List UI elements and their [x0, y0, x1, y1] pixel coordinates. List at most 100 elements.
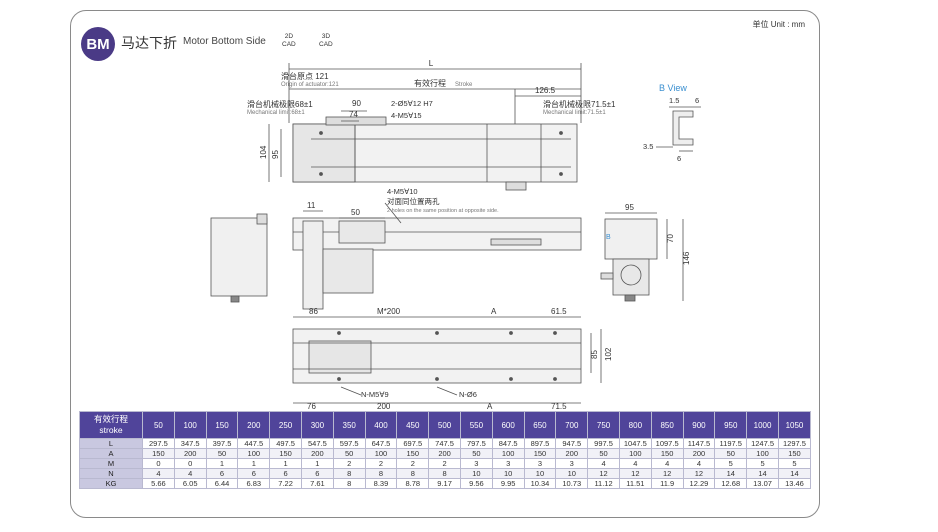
table-cell: 1147.5: [682, 438, 716, 449]
dim-74: 74: [349, 110, 358, 119]
stroke-col-350: 350: [332, 411, 366, 439]
table-cell: 200: [173, 448, 207, 459]
table-cell: 10.73: [555, 478, 589, 489]
table-cell: 12.68: [714, 478, 748, 489]
table-cell: 3: [459, 458, 493, 469]
table-cell: 0: [173, 458, 207, 469]
stroke-col-500: 500: [428, 411, 461, 439]
table-cell: 3: [523, 458, 557, 469]
cad-2d-top: 2D: [284, 33, 294, 40]
table-cell: 2: [396, 458, 430, 469]
stroke-col-100: 100: [173, 411, 207, 439]
table-cell: 200: [682, 448, 716, 459]
table-cell: 9.95: [491, 478, 525, 489]
bottom-dim-m200: M*200: [377, 307, 401, 316]
table-cell: 6: [269, 468, 302, 479]
table-cell: 8: [332, 468, 366, 479]
bottom-hole-m5: N-M5∀9: [361, 390, 389, 399]
table-cell: 7.61: [300, 478, 334, 489]
stroke-col-950: 950: [714, 411, 748, 439]
hole-note-2: 4-M5∀15: [391, 111, 422, 120]
stroke-col-200: 200: [237, 411, 271, 439]
table-cell: 10: [555, 468, 589, 479]
table-cell: 4: [173, 468, 207, 479]
table-cell: 5.66: [142, 478, 175, 489]
row-label: M: [79, 458, 143, 469]
stroke-col-150: 150: [205, 411, 239, 439]
table-cell: 150: [269, 448, 302, 459]
cad-2d-link[interactable]: 2D CAD: [282, 33, 296, 49]
end-dim-95: 95: [625, 203, 634, 212]
stroke-col-650: 650: [523, 411, 557, 439]
cad-3d-link[interactable]: 3D CAD: [319, 33, 333, 49]
table-cell: 4: [650, 458, 684, 469]
title-cn: 马达下折: [121, 35, 177, 51]
side-dim-11: 11: [307, 201, 316, 210]
table-cell: 100: [364, 448, 398, 459]
table-cell: 1: [300, 458, 334, 469]
side-hole-note: 4-M5∀10: [387, 187, 418, 196]
table-cell: 8: [396, 468, 430, 479]
table-cell: 747.5: [428, 438, 461, 449]
table-cell: 11.9: [650, 478, 684, 489]
table-cell: 50: [205, 448, 239, 459]
table-cell: 150: [650, 448, 684, 459]
table-cell: 12: [650, 468, 684, 479]
table-cell: 5: [746, 458, 779, 469]
table-cell: 897.5: [523, 438, 557, 449]
row-label: KG: [79, 478, 143, 489]
table-cell: 797.5: [459, 438, 493, 449]
table-cell: 9.17: [428, 478, 461, 489]
side-view: [292, 202, 582, 310]
table-cell: 6.83: [237, 478, 271, 489]
stroke-col-50: 50: [142, 411, 175, 439]
stroke-en: Stroke: [455, 82, 473, 88]
table-cell: 150: [523, 448, 557, 459]
table-cell: 947.5: [555, 438, 589, 449]
b-dim-6a: 6: [695, 96, 699, 105]
stroke-header: 有效行程 stroke: [79, 411, 143, 439]
bottom-dim-715: 71.5: [551, 402, 567, 411]
table-cell: 397.5: [205, 438, 239, 449]
table-cell: 6: [205, 468, 239, 479]
table-cell: 3: [491, 458, 525, 469]
table-cell: 12: [682, 468, 716, 479]
technical-drawing: L 滑台原点 121 Origin of actuator:121 有效行程 S…: [210, 59, 701, 411]
stroke-header-en: stroke: [99, 425, 123, 435]
table-cell: 297.5: [142, 438, 175, 449]
table-cell: 10.34: [523, 478, 557, 489]
table-cell: 1: [237, 458, 271, 469]
stroke-cn: 有效行程: [414, 78, 446, 88]
end-dim-146: 146: [682, 251, 691, 265]
bottom-view: [292, 316, 602, 404]
table-cell: 2: [332, 458, 366, 469]
end-b-label: B: [606, 234, 611, 241]
table-cell: 3: [555, 458, 589, 469]
bottom-dim-85: 85: [590, 350, 599, 359]
table-cell: 647.5: [364, 438, 398, 449]
stroke-col-550: 550: [459, 411, 493, 439]
table-cell: 2: [364, 458, 398, 469]
table-cell: 8: [332, 478, 366, 489]
stroke-header-cn: 有效行程: [93, 414, 128, 424]
table-cell: 1297.5: [777, 438, 812, 449]
top-view: [268, 63, 582, 191]
table-cell: 4: [587, 458, 620, 469]
bottom-hole-d6: N-Ø6: [459, 390, 477, 399]
dim-104: 104: [259, 145, 268, 159]
table-cell: 150: [142, 448, 175, 459]
table-cell: 12: [618, 468, 652, 479]
b-view: [656, 106, 701, 152]
stroke-col-700: 700: [555, 411, 589, 439]
stroke-col-800: 800: [618, 411, 652, 439]
bottom-dim-102: 102: [604, 347, 613, 361]
table-cell: 1197.5: [714, 438, 748, 449]
cad-2d-bottom: CAD: [282, 41, 296, 48]
table-cell: 50: [587, 448, 620, 459]
side-hole-note-cn: 对面同位置两孔: [387, 196, 440, 206]
table-cell: 200: [300, 448, 334, 459]
